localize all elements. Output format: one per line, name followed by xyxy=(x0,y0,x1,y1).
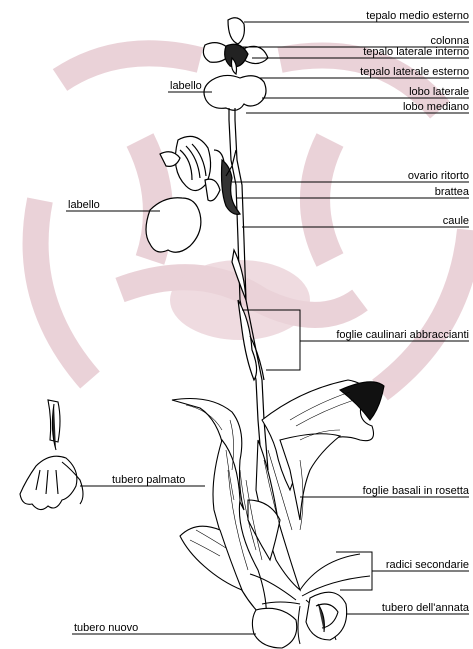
label-tubero-annata: tubero dell'annata xyxy=(382,602,469,614)
label-tepalo-laterale-interno: tepalo laterale interno xyxy=(363,46,469,58)
label-tubero-nuovo: tubero nuovo xyxy=(74,622,138,634)
label-ovario-ritorto: ovario ritorto xyxy=(408,170,469,182)
label-brattea: brattea xyxy=(435,186,469,198)
label-caule: caule xyxy=(443,215,469,227)
label-labello-mid: labello xyxy=(68,199,100,211)
palmate-tuber xyxy=(20,400,83,510)
label-radici-secondarie: radici secondarie xyxy=(386,559,469,571)
basal-leaves xyxy=(172,380,384,620)
tubers xyxy=(252,592,346,648)
top-flower xyxy=(203,18,268,120)
label-tubero-palmato: tubero palmato xyxy=(112,474,185,486)
label-tepalo-medio-esterno: tepalo medio esterno xyxy=(366,10,469,22)
label-labello-top: labello xyxy=(170,80,202,92)
label-lobo-laterale: lobo laterale xyxy=(409,86,469,98)
label-tepalo-laterale-esterno: tepalo laterale esterno xyxy=(360,66,469,78)
label-lobo-mediano: lobo mediano xyxy=(403,101,469,113)
label-foglie-basali: foglie basali in rosetta xyxy=(363,485,469,497)
label-foglie-caulinari: foglie caulinari abbraccianti xyxy=(336,329,469,341)
